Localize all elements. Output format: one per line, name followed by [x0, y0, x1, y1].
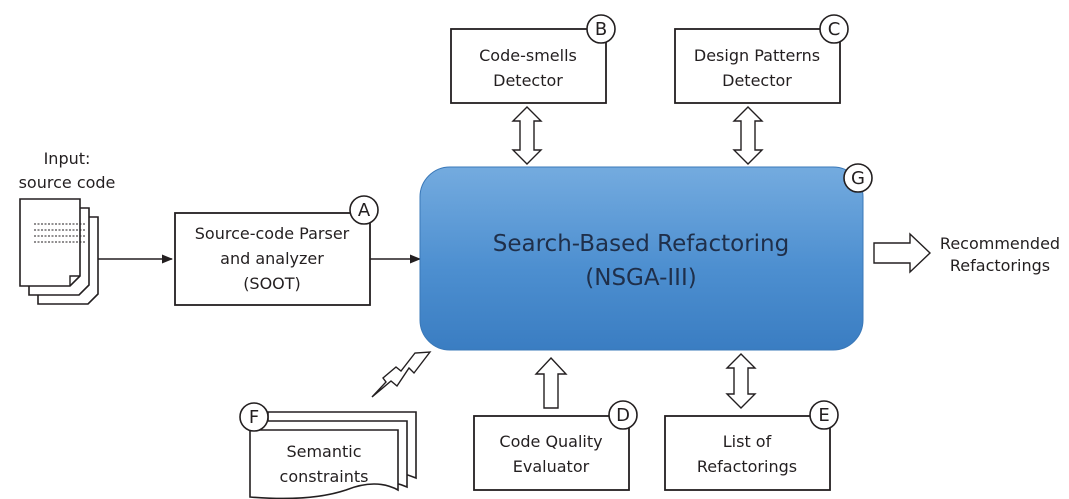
svg-text:C: C	[828, 19, 841, 40]
svg-text:F: F	[249, 407, 259, 428]
arrow-quality-to-search	[534, 356, 568, 409]
search-label-line2: (NSGA-III)	[585, 265, 696, 291]
quality-label-line2: Evaluator	[513, 457, 590, 476]
semantic-constraints-document: Semantic constraints	[249, 411, 417, 499]
badge-g: G	[843, 163, 873, 193]
badge-a: A	[349, 195, 379, 225]
double-arrow-patterns-search	[732, 106, 764, 165]
badge-c: C	[819, 14, 849, 44]
svg-text:D: D	[616, 405, 630, 426]
patterns-label-line1: Design Patterns	[694, 46, 820, 65]
badge-b: B	[586, 14, 616, 44]
list-of-refactorings-box: List of Refactorings	[664, 415, 831, 491]
double-arrow-list-search	[725, 353, 757, 409]
smells-label-line2: Detector	[493, 71, 563, 90]
quality-label-line1: Code Quality	[499, 432, 602, 451]
parser-box: Source-code Parser and analyzer (SOOT)	[174, 212, 371, 306]
badge-f: F	[239, 402, 269, 432]
svg-text:G: G	[851, 168, 865, 189]
patterns-label-line2: Detector	[722, 71, 792, 90]
refactorings-list-label-line2: Refactorings	[697, 457, 797, 476]
source-code-document-icon	[19, 198, 99, 305]
svg-text:E: E	[818, 405, 829, 426]
output-label-line2: Refactorings	[950, 256, 1050, 275]
code-quality-evaluator-box: Code Quality Evaluator	[473, 415, 630, 491]
design-patterns-detector-box: Design Patterns Detector	[674, 28, 841, 104]
search-label-line1: Search-Based Refactoring	[493, 231, 789, 257]
svg-text:A: A	[358, 200, 371, 221]
constraints-label-line2: constraints	[280, 467, 369, 486]
output-arrow	[873, 232, 932, 274]
double-arrow-smells-search	[511, 106, 543, 165]
search-based-refactoring-box: Search-Based Refactoring (NSGA-III)	[419, 166, 864, 351]
badge-d: D	[608, 400, 638, 430]
badge-e: E	[809, 400, 839, 430]
input-label-line2: source code	[19, 173, 116, 192]
constraints-label-line1: Semantic	[286, 442, 361, 461]
parser-label-line3: (SOOT)	[243, 274, 301, 293]
lightning-bolt-icon	[371, 351, 432, 398]
code-smells-detector-box: Code-smells Detector	[450, 28, 607, 104]
input-label-line1: Input:	[44, 149, 91, 168]
svg-text:B: B	[595, 19, 607, 40]
output-label-line1: Recommended	[940, 234, 1060, 253]
refactorings-list-label-line1: List of	[723, 432, 772, 451]
parser-label-line1: Source-code Parser	[195, 224, 350, 243]
parser-label-line2: and analyzer	[220, 249, 324, 268]
smells-label-line1: Code-smells	[479, 46, 577, 65]
